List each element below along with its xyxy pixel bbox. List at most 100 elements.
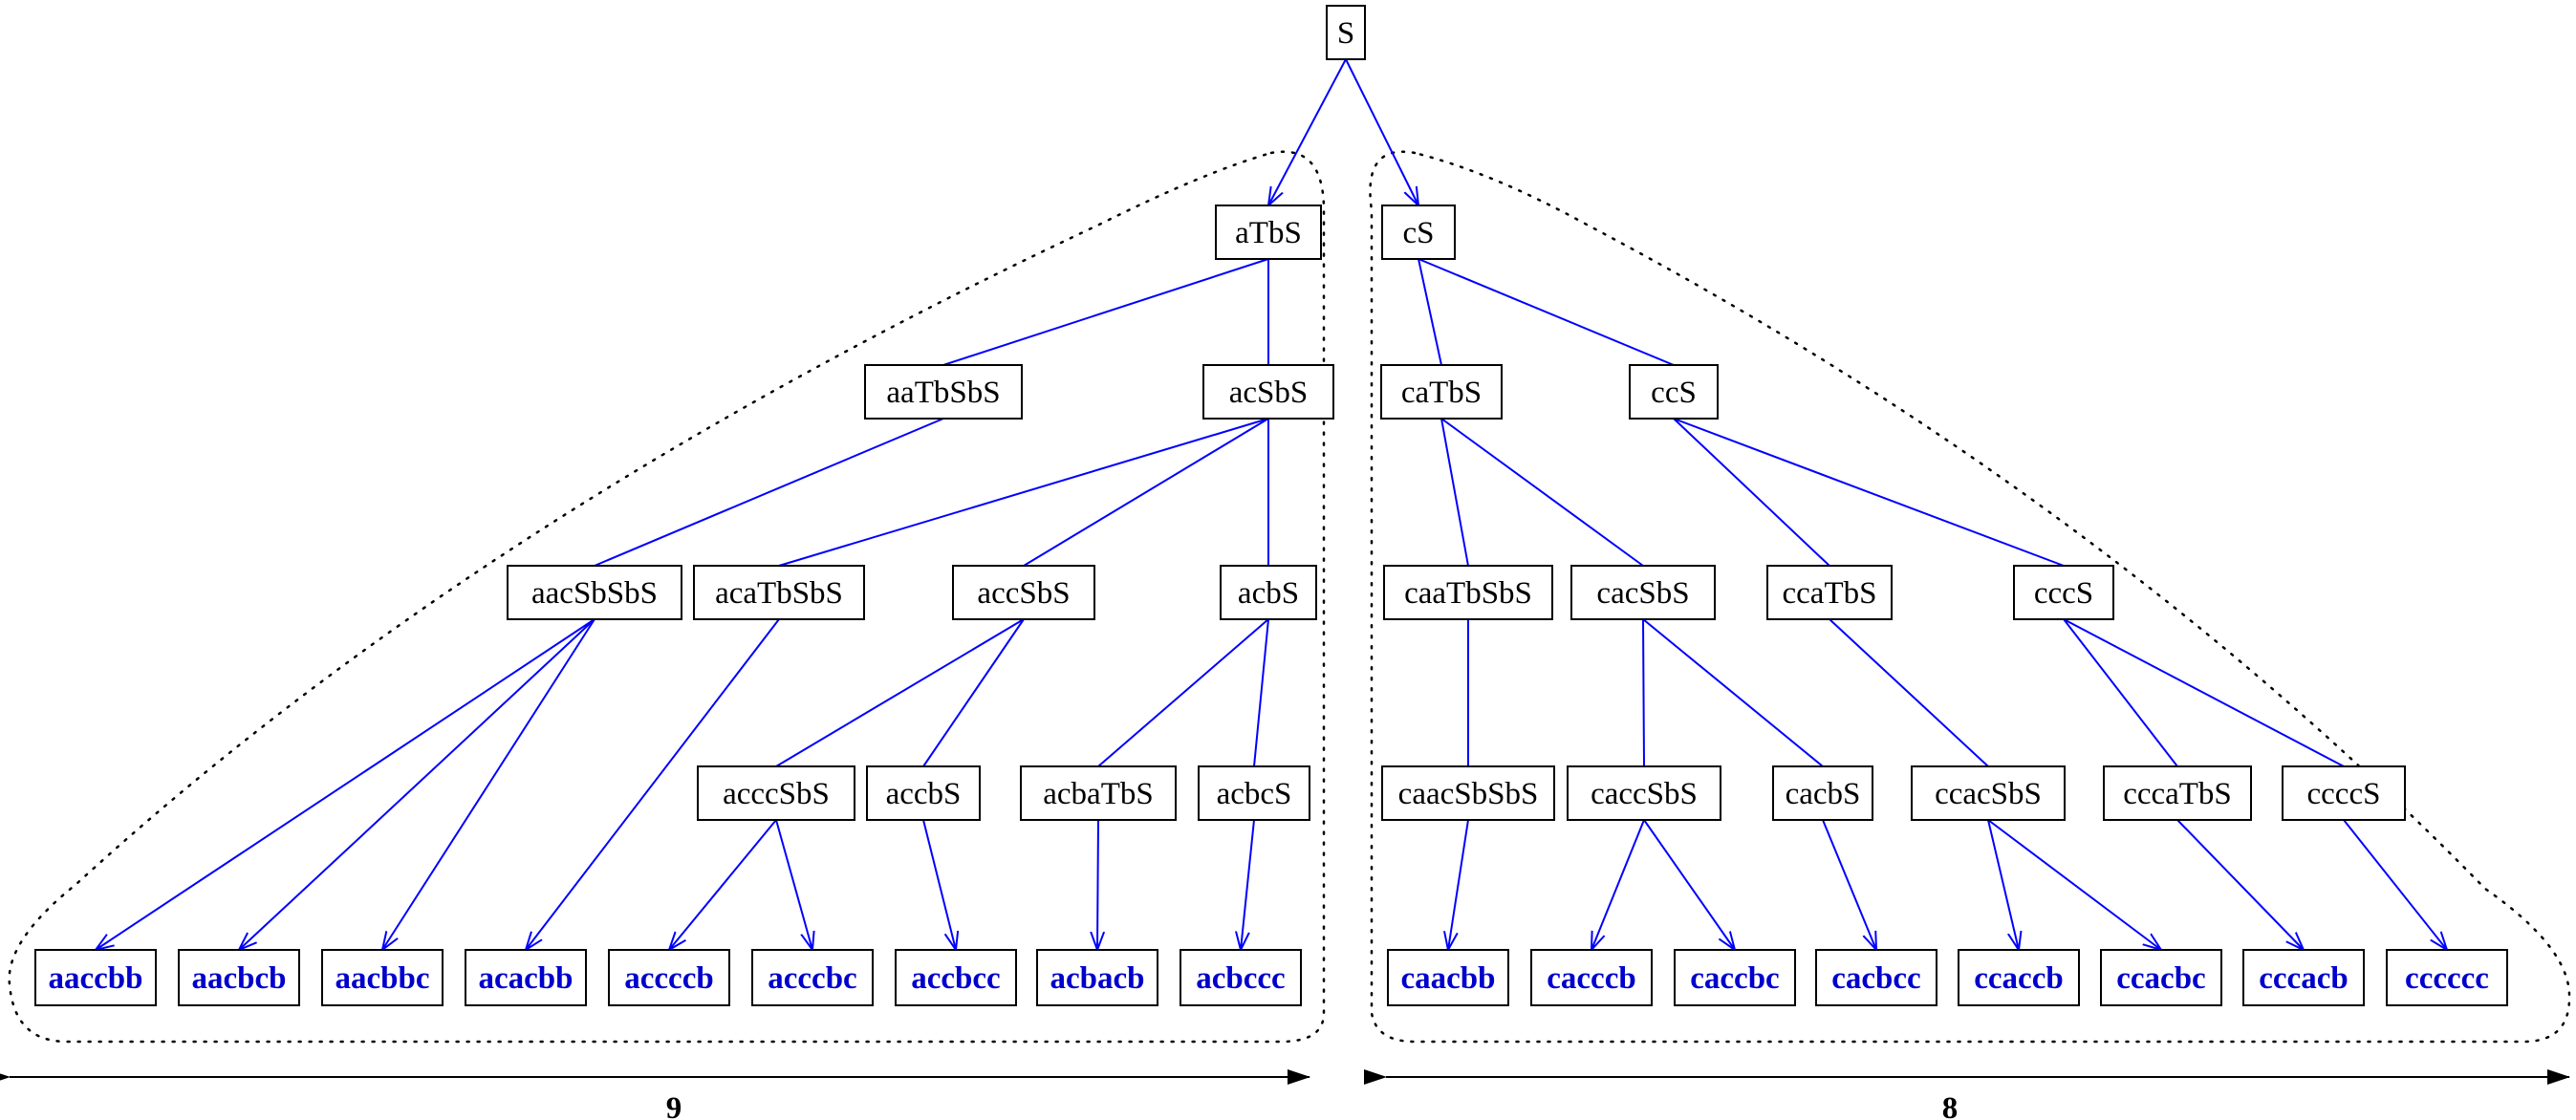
node-caTbS: caTbS <box>1380 364 1503 420</box>
leaf-cacccb: cacccb <box>1530 949 1653 1006</box>
node-ccS: ccS <box>1629 364 1719 420</box>
node-cccaTbS-box <box>2103 765 2252 821</box>
node-accSbS-box <box>952 565 1095 620</box>
node-cccS: cccS <box>2013 565 2114 620</box>
edge-to-caaTbSbS <box>1440 418 1469 567</box>
node-caTbS-box <box>1380 364 1503 420</box>
node-accbS-label: accbS <box>886 777 962 811</box>
edge-to-cccacb <box>2176 819 2304 950</box>
node-caaTbSbS-box <box>1383 565 1553 620</box>
leaf-acccbc-box <box>751 949 874 1006</box>
node-S: S <box>1326 5 1366 60</box>
leaf-caccbc: caccbc <box>1674 949 1796 1006</box>
node-acbcS: acbcS <box>1198 765 1310 821</box>
edge-to-acbcS <box>1253 618 1269 767</box>
leaf-ccacbc: ccacbc <box>2100 949 2222 1006</box>
node-ccaTbS-label: ccaTbS <box>1783 576 1877 611</box>
node-S-label: S <box>1337 16 1354 51</box>
node-aacSbSbS-label: aacSbSbS <box>531 576 658 611</box>
node-acSbS: acSbS <box>1202 364 1334 420</box>
leaf-accccb-label: accccb <box>624 961 713 996</box>
edge-to-accSbS <box>1023 418 1269 567</box>
edge-to-ccaccb <box>1987 819 2019 950</box>
node-acbS-label: acbS <box>1238 576 1299 611</box>
node-acbaTbS-label: acbaTbS <box>1043 777 1153 811</box>
node-acaTbSbS-label: acaTbSbS <box>715 576 843 611</box>
leaf-cacbcc-label: cacbcc <box>1831 961 1920 996</box>
node-ccacSbS-box <box>1911 765 2066 821</box>
leaf-caccbc-box <box>1674 949 1796 1006</box>
leaf-ccaccb-box <box>1958 949 2080 1006</box>
leaf-acbacb-box <box>1036 949 1158 1006</box>
leaf-cacccb-label: cacccb <box>1547 961 1635 996</box>
node-aaTbSbS-label: aaTbSbS <box>886 376 1000 410</box>
leaf-caacbb: caacbb <box>1387 949 1509 1006</box>
edge-to-cccaTbS <box>2063 618 2178 767</box>
leaf-ccacbc-label: ccacbc <box>2116 961 2205 996</box>
node-aTbS-box <box>1215 205 1322 260</box>
node-caacSbSbS-box <box>1381 765 1555 821</box>
node-acccSbS-box <box>697 765 855 821</box>
leaf-ccaccb: ccaccb <box>1958 949 2080 1006</box>
node-cS-box <box>1381 205 1456 260</box>
edge-to-cacbS <box>1642 618 1824 767</box>
edge-to-aacSbSbS <box>594 418 944 567</box>
node-aTbS: aTbS <box>1215 205 1322 260</box>
node-S-box <box>1326 5 1366 60</box>
leaf-ccaccb-label: ccaccb <box>1974 961 2063 996</box>
edge-to-accccb <box>669 819 777 950</box>
node-cccS-box <box>2013 565 2114 620</box>
edge-to-ccccS <box>2063 618 2345 767</box>
edge-to-acccSbS <box>775 618 1025 767</box>
leaf-aaccbb: aaccbb <box>34 949 157 1006</box>
edge-to-accbS <box>922 618 1025 767</box>
node-caccSbS: caccSbS <box>1567 765 1721 821</box>
node-aacSbSbS: aacSbSbS <box>507 565 682 620</box>
node-caaTbSbS: caaTbSbS <box>1383 565 1553 620</box>
edge-to-cacbcc <box>1822 819 1876 950</box>
node-acSbS-label: acSbS <box>1229 376 1309 410</box>
node-ccccS-box <box>2282 765 2406 821</box>
leaf-acacbb-box <box>465 949 587 1006</box>
left-leaf-count: 9 <box>666 1091 682 1120</box>
leaf-aacbcb-box <box>178 949 300 1006</box>
edge-to-aacbbc <box>382 618 595 950</box>
node-cacSbS-box <box>1570 565 1716 620</box>
node-ccacSbS: ccacSbS <box>1911 765 2066 821</box>
node-cacbS-box <box>1772 765 1873 821</box>
leaf-cccacb-box <box>2242 949 2365 1006</box>
leaf-accccb: accccb <box>608 949 730 1006</box>
node-ccaTbS: ccaTbS <box>1766 565 1893 620</box>
node-caacSbSbS-label: caacSbSbS <box>1398 777 1539 811</box>
leaf-accbcc-label: accbcc <box>911 961 1000 996</box>
node-caaTbSbS-label: caaTbSbS <box>1404 576 1532 611</box>
leaf-accccb-box <box>608 949 730 1006</box>
edge-to-acccbc <box>775 819 812 950</box>
leaf-aacbcb-label: aacbcb <box>192 961 287 996</box>
node-acaTbSbS-box <box>693 565 865 620</box>
node-ccacSbS-label: ccacSbS <box>1935 777 2042 811</box>
node-acSbS-box <box>1202 364 1334 420</box>
node-ccS-box <box>1629 364 1719 420</box>
leaf-aacbcb: aacbcb <box>178 949 300 1006</box>
node-aaTbSbS-box <box>864 364 1023 420</box>
node-ccS-label: ccS <box>1651 376 1697 410</box>
leaf-cacccb-box <box>1530 949 1653 1006</box>
node-acccSbS-label: acccSbS <box>723 777 830 811</box>
node-aTbS-label: aTbS <box>1235 216 1302 250</box>
leaf-aacbbc-label: aacbbc <box>336 961 430 996</box>
leaf-cccccc: cccccc <box>2386 949 2508 1006</box>
node-acaTbSbS: acaTbSbS <box>693 565 865 620</box>
edge-to-cccS <box>1673 418 2065 567</box>
leaf-caacbb-box <box>1387 949 1509 1006</box>
edge-to-acbccc <box>1241 819 1255 950</box>
edge-to-cacccb <box>1591 819 1645 950</box>
node-cacSbS: cacSbS <box>1570 565 1716 620</box>
edge-to-aacbcb <box>239 618 595 950</box>
edge-to-aaccbb <box>96 618 595 950</box>
edge-to-cccccc <box>2343 819 2447 950</box>
edge-to-acbaTbS <box>1097 618 1269 767</box>
node-cacSbS-label: cacSbS <box>1596 576 1689 611</box>
leaf-ccacbc-box <box>2100 949 2222 1006</box>
edge-to-accbcc <box>922 819 956 950</box>
